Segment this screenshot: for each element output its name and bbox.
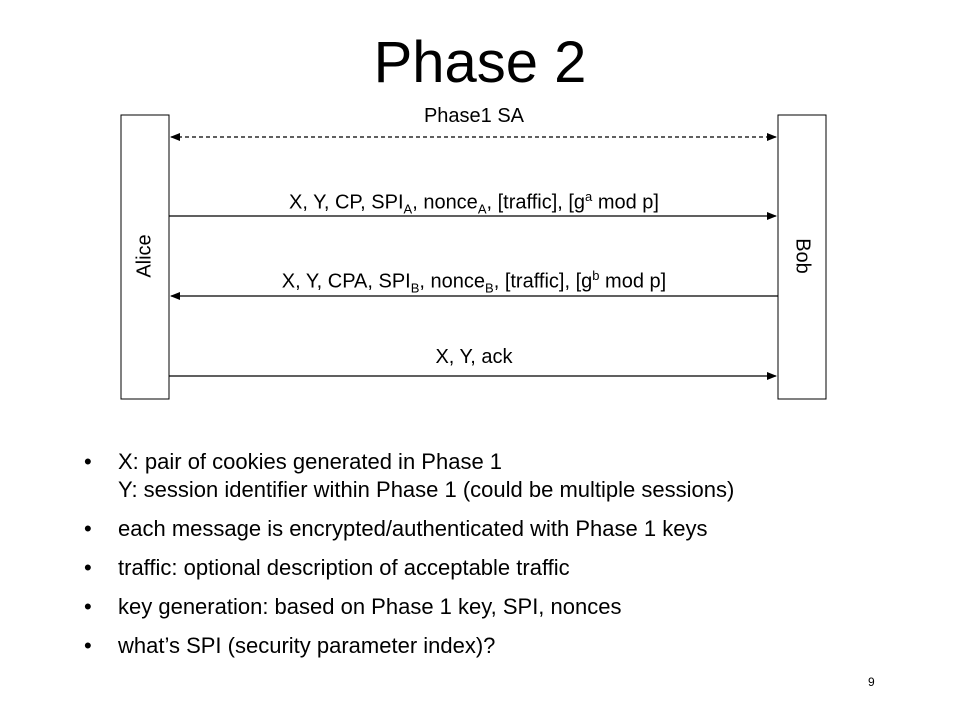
message3-label: X, Y, ack [435, 346, 513, 368]
message2-label: X, Y, CPA, SPIB, nonceB, [traffic], [gb … [281, 268, 667, 296]
sequence-diagram [120, 114, 827, 400]
page-number: 9 [868, 675, 875, 689]
actor-alice: Alice [133, 234, 156, 278]
bullet-item: key generation: based on Phase 1 key, SP… [84, 593, 944, 621]
message1-label: X, Y, CP, SPIA, nonceA, [traffic], [ga m… [289, 189, 659, 217]
bob-lifeline-box [777, 114, 827, 400]
alice-lifeline-box [120, 114, 170, 400]
phase1-sa-label: Phase1 SA [423, 105, 525, 127]
bullet-list: X: pair of cookies generated in Phase 1Y… [84, 448, 944, 671]
bullet-item: what’s SPI (security parameter index)? [84, 632, 944, 660]
page-title: Phase 2 [373, 30, 587, 95]
bullet-item: traffic: optional description of accepta… [84, 554, 944, 582]
actor-bob: Bob [791, 238, 814, 274]
bullet-item: each message is encrypted/authenticated … [84, 515, 944, 543]
bullet-item: X: pair of cookies generated in Phase 1Y… [84, 448, 944, 504]
